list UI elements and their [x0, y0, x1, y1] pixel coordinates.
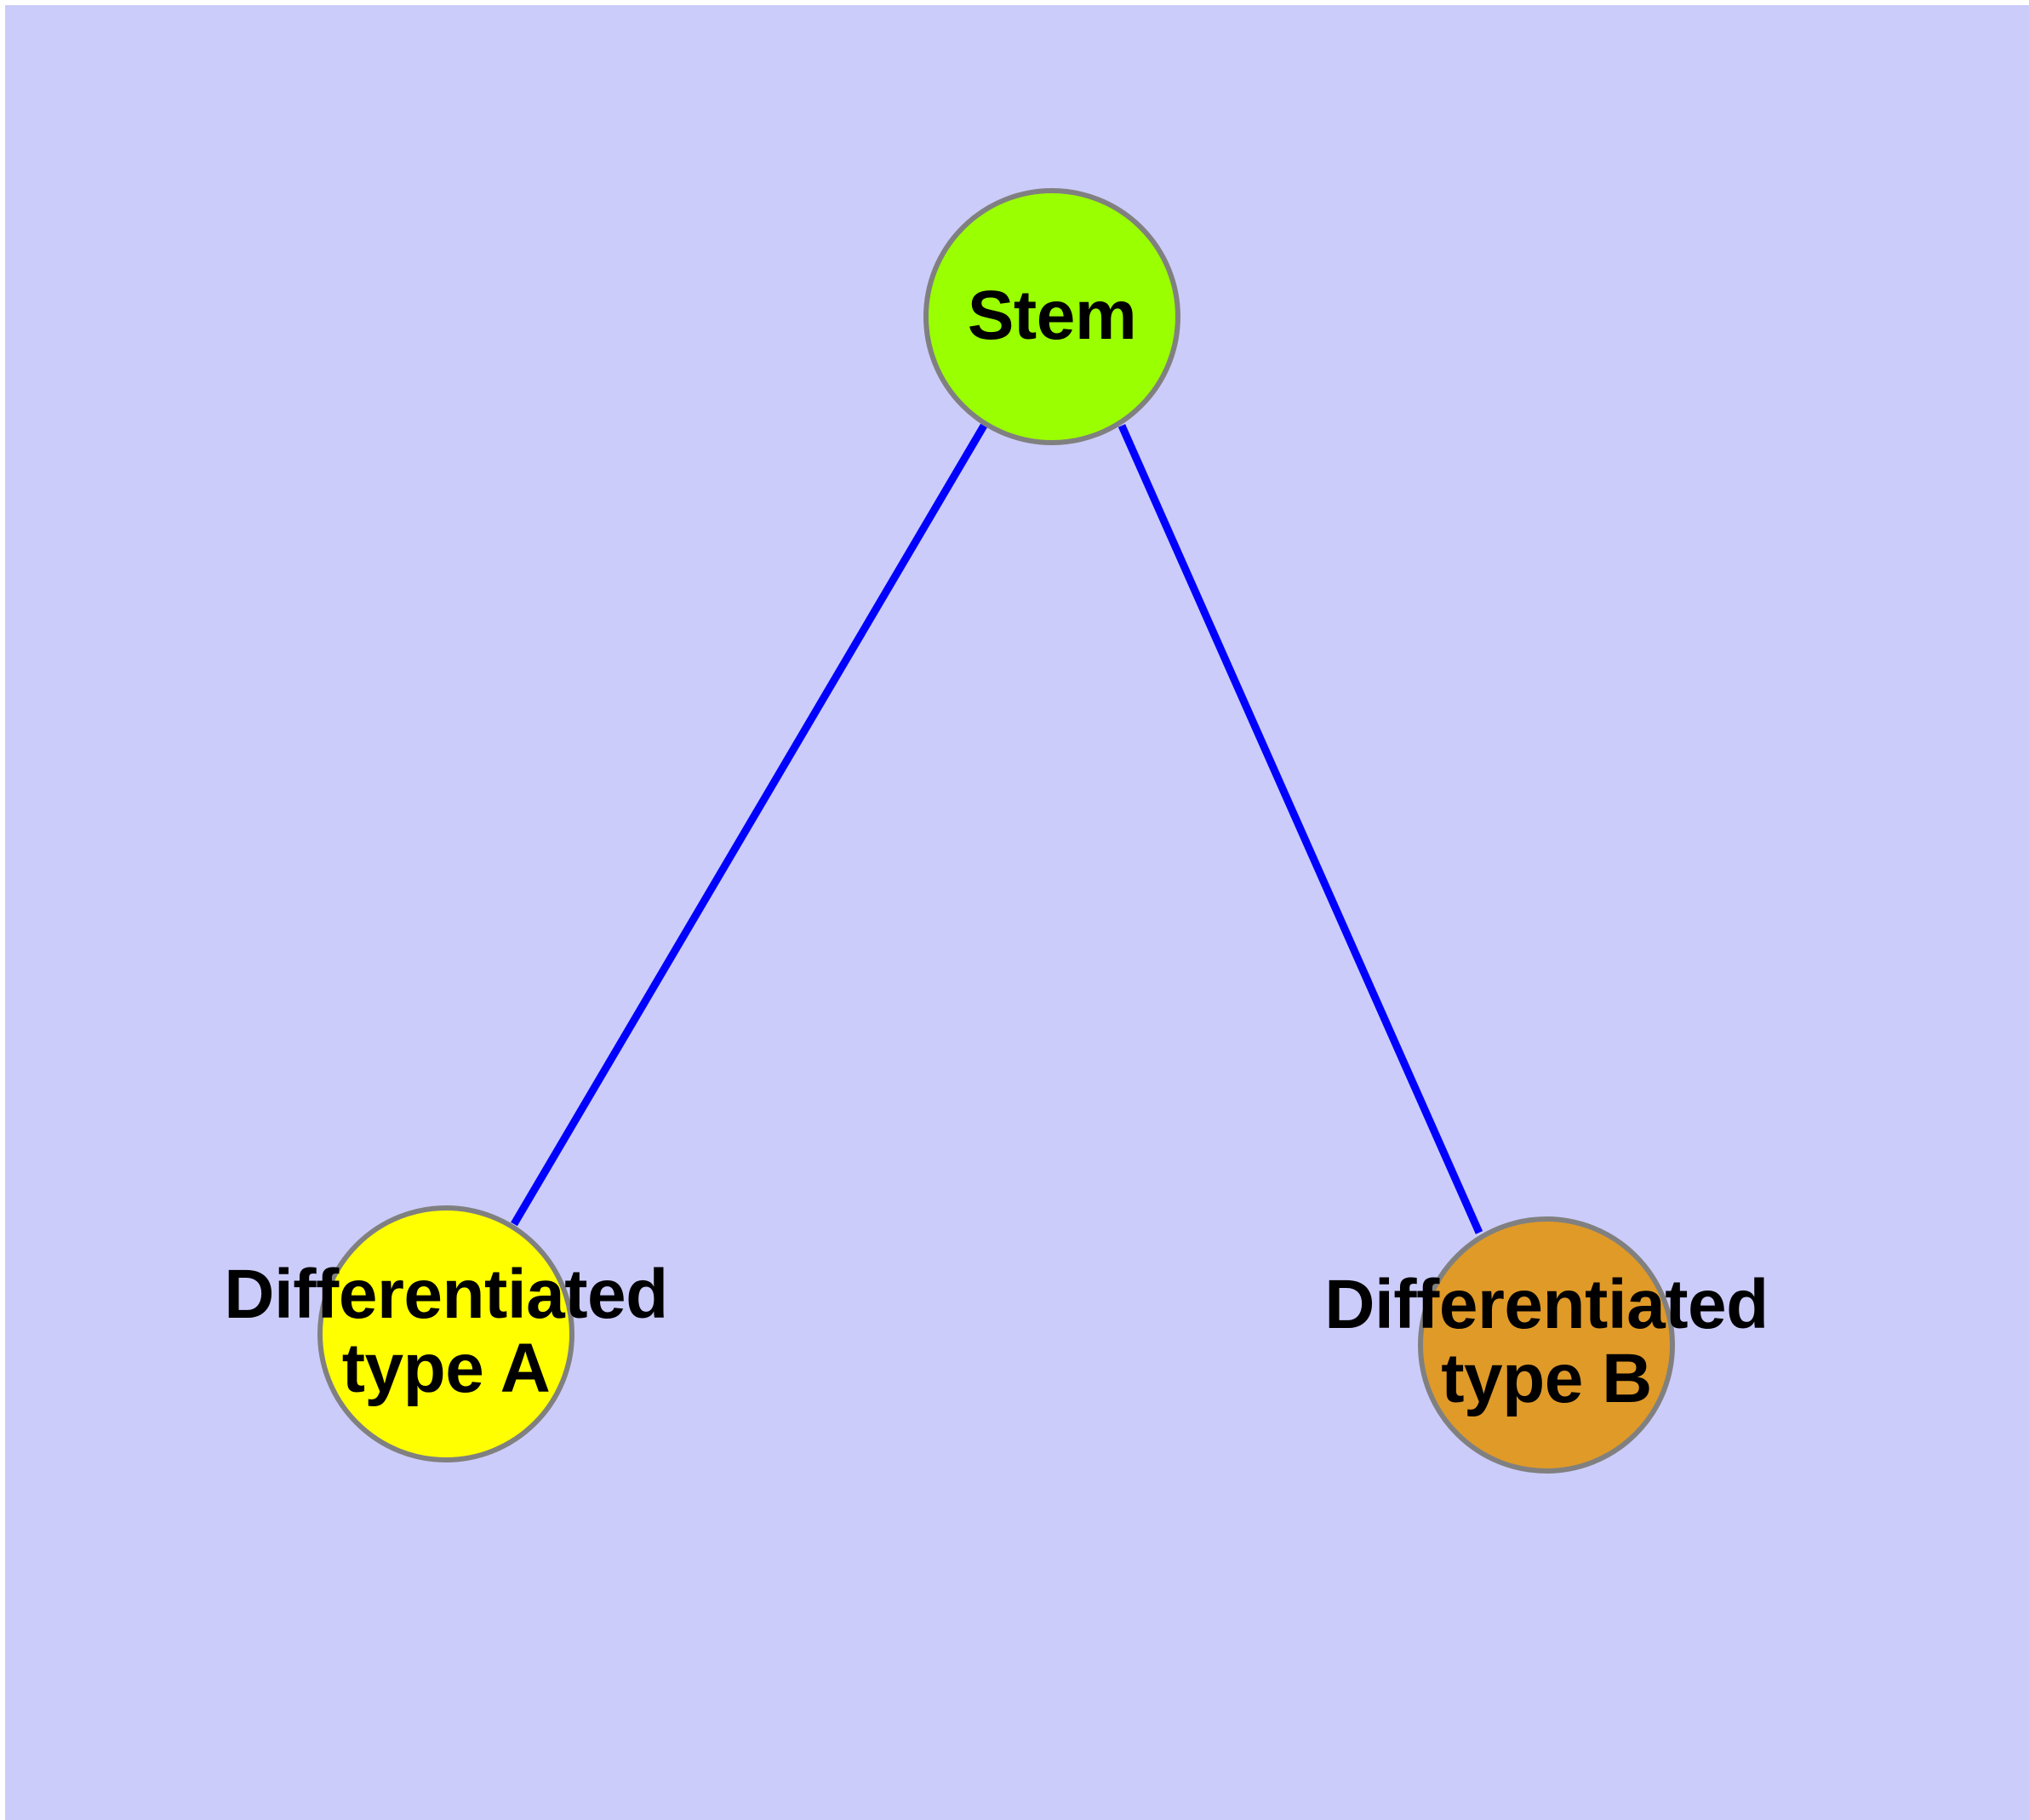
edge-group [511, 423, 1483, 1234]
node-stem[interactable] [923, 188, 1180, 445]
node-differentiated-type-b[interactable] [1418, 1216, 1675, 1474]
node-differentiated-type-a[interactable] [317, 1205, 574, 1462]
node-group [317, 188, 1675, 1474]
edge-stem-to-differentiated-type-a [511, 423, 987, 1227]
edge-stem-to-differentiated-type-b [1117, 424, 1483, 1234]
